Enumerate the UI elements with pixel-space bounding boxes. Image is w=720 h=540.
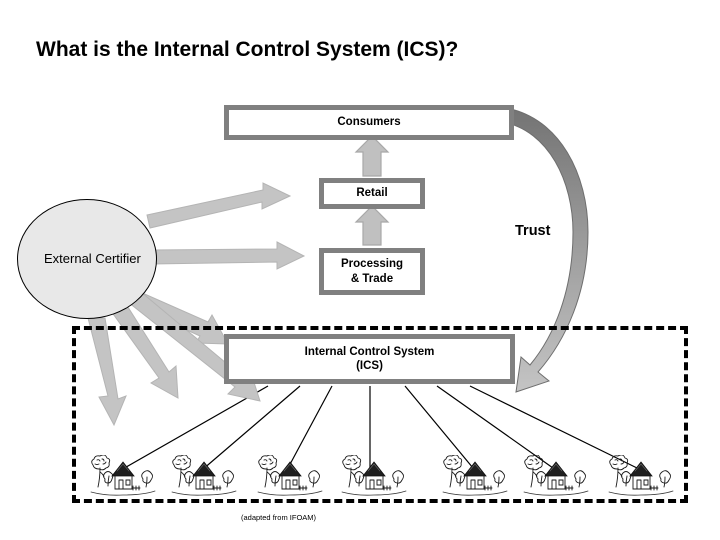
ics-farm-line-1 <box>120 385 269 471</box>
certifier-arrow-to-farm-1 <box>87 317 127 427</box>
node-processing-label-line1: Processing <box>341 258 403 271</box>
farm-hut-icon <box>86 454 160 497</box>
ics-farm-line-3 <box>287 385 333 469</box>
ics-farm-line-6 <box>436 385 554 469</box>
ics-farm-line-2 <box>201 385 301 471</box>
node-certifier-label-line1: External <box>44 251 92 267</box>
ics-farm-line-5 <box>404 385 474 469</box>
farm-hut-icon <box>438 454 512 497</box>
arrow-processing-to-retail <box>354 205 390 246</box>
smallholder-group-region <box>72 326 688 503</box>
node-ics-label-line2: (ICS) <box>356 360 383 372</box>
node-consumers-label: Consumers <box>337 116 401 129</box>
arrow-retail-to-consumers <box>354 135 390 177</box>
node-retail[interactable]: Retail <box>319 178 425 209</box>
ics-farm-line-7 <box>469 385 638 469</box>
certifier-arrow-to-retail <box>146 182 292 229</box>
farm-hut-icon <box>167 454 241 497</box>
node-external-certifier[interactable]: External Certifier <box>17 199 157 319</box>
node-processing-label-line2: & Trade <box>350 272 394 285</box>
node-retail-label: Retail <box>356 187 388 200</box>
node-consumers[interactable]: Consumers <box>224 105 514 140</box>
ics-to-farm-connectors <box>120 385 638 471</box>
trust-label: Trust <box>515 223 551 239</box>
farm-hut-icon <box>253 454 327 497</box>
farm-hut-icon <box>337 454 411 497</box>
node-processing-trade[interactable]: Processing & Trade <box>319 248 425 295</box>
node-internal-control-system[interactable]: Internal Control System (ICS) <box>224 334 515 384</box>
curved-arrow-icon <box>502 107 589 393</box>
node-certifier-label-line2: Certifier <box>95 251 141 267</box>
source-credit: (adapted from IFOAM) <box>241 513 317 522</box>
page-title: What is the Internal Control System (ICS… <box>36 38 459 61</box>
certifier-arrow-to-processing <box>151 241 306 270</box>
farm-hut-icon <box>519 454 593 497</box>
farm-hut-icon <box>604 454 678 497</box>
node-ics-label-line1: Internal Control System <box>304 345 435 358</box>
